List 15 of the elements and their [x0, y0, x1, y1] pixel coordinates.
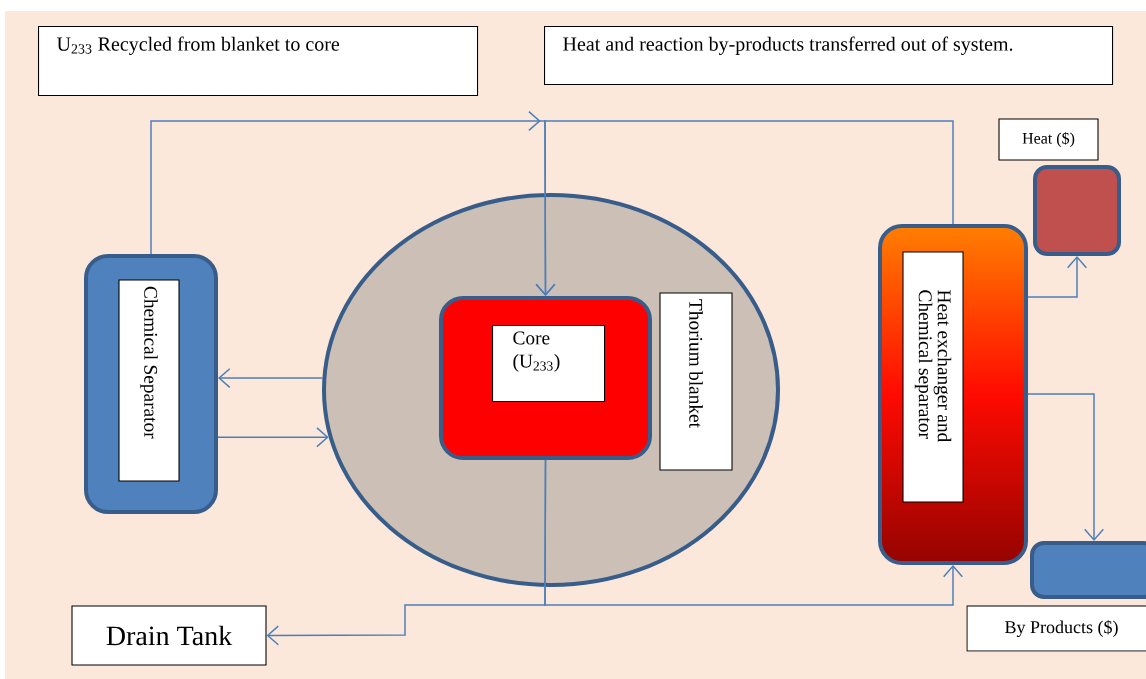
note-box: Heat and reaction by-products transferred out of system. [544, 26, 1114, 86]
note-box: U$_{233}$ Recycled from blanket to core [38, 26, 479, 97]
arrow [1027, 393, 1105, 541]
arrow [218, 367, 324, 389]
arrow [1027, 256, 1088, 298]
label-box: Core (U$_{233}$) [492, 325, 606, 403]
label-box: By Products ($) [966, 605, 1146, 652]
arrow [217, 427, 329, 448]
label-box: Heat exchanger and Chemical separator [902, 251, 964, 503]
tank-box: Drain Tank [71, 605, 267, 666]
label-box: Heat ($) [998, 118, 1099, 161]
label-box: Thorium blanket [659, 292, 733, 471]
arrow [544, 459, 964, 606]
arrow [535, 120, 954, 296]
label-box: Chemical Separator [118, 279, 180, 482]
